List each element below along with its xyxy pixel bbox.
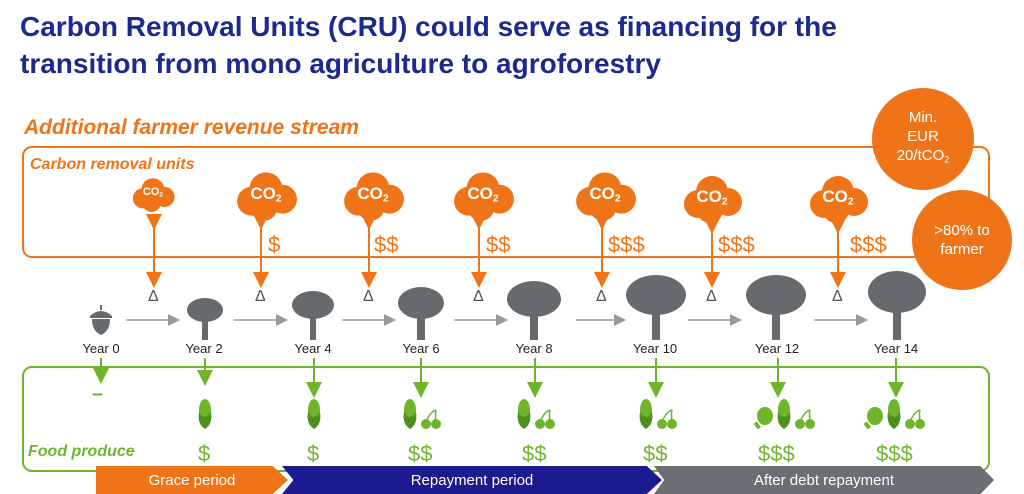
delta-label: Δ [363,288,374,305]
min-price-line-3: 20/tCO2 [896,147,950,165]
food-arrows [93,358,904,398]
cherries-icon [657,409,677,429]
cherries-icon [905,409,925,429]
food-icons-year-6 [402,398,442,430]
food-revenue-year-14: $$$ [876,441,913,466]
food-produce-label: Food produce [28,443,135,460]
delta-label: Δ [832,288,843,305]
food-revenue-year-6: $$ [408,441,433,466]
carbon-revenue-year-10: $$$ [718,232,755,257]
delta-label: Δ [473,288,484,305]
cloud-icon: CO2 [806,172,870,224]
corn-icon [198,399,212,429]
cherries-icon [421,409,441,429]
cloud-icon: CO2 [340,168,406,222]
cloud-icon: CO2 [233,168,299,222]
revenue-stream-label: Additional farmer revenue stream [24,116,359,139]
phase-repayment-period: Repayment period [282,466,662,494]
delta-label: Δ [596,288,607,305]
cloud-icon: CO2 [680,172,744,224]
food-revenue-year-10: $$ [643,441,668,466]
corn-icon [887,399,901,429]
food-icons-year-4 [306,398,322,430]
carbon-revenue-year-8: $$$ [608,232,645,257]
food-icons-year-10 [638,398,678,430]
delta-label: Δ [706,288,717,305]
drumstick-icon [753,407,773,430]
carbon-removal-label: Carbon removal units [30,156,195,173]
food-revenue-year-2: $ [198,441,211,466]
year-label: Year 4 [294,341,332,356]
cloud-icon: CO2 [572,168,638,222]
title-line-1: Carbon Removal Units (CRU) could serve a… [20,11,837,42]
corn-icon [307,399,321,429]
acorn-icon [88,304,114,341]
carbon-revenue-year-6: $$ [486,232,511,257]
corn-icon [777,399,791,429]
food-revenue-year-12: $$$ [758,441,795,466]
year-label: Year 0 [82,341,120,356]
tree-icon [624,274,688,345]
food-revenue-year-4: $ [307,441,320,466]
delta-label: Δ [255,288,266,305]
farmer-share-badge: >80% to farmer [912,190,1012,290]
tree-icon [290,290,336,345]
cloud-icon: CO2 [130,175,176,213]
year-label: Year 12 [754,341,800,356]
food-icons-year-14 [862,398,926,430]
food-revenue-year-8: $$ [522,441,547,466]
drumstick-icon [863,407,883,430]
carbon-revenue-year-2: $ [268,232,281,257]
year-label: Year 14 [873,341,919,356]
no-produce-dash: – [92,383,104,405]
page-title: Carbon Removal Units (CRU) could serve a… [20,8,920,82]
phase-grace-period: Grace period [96,466,288,494]
tree-icon [505,280,563,345]
title-line-2: transition from mono agriculture to agro… [20,48,661,79]
corn-icon [517,399,531,429]
min-price-line-2: EUR [907,128,939,146]
farmer-share-line-1: >80% to [934,222,990,239]
min-price-badge: Min. EUR 20/tCO2 [872,88,974,190]
corn-icon [403,399,417,429]
phase-after-debt-repayment: After debt repayment [654,466,994,494]
tree-icon [866,270,928,345]
year-label: Year 10 [632,341,678,356]
carbon-revenue-year-12: $$$ [850,232,887,257]
tree-icon [396,286,446,345]
carbon-arrows [146,214,846,288]
corn-icon [639,399,653,429]
min-price-line-1: Min. [908,109,938,127]
carbon-revenue-year-4: $$ [374,232,399,257]
tree-icon [744,274,808,345]
farmer-share-line-2: farmer [940,241,984,258]
cherries-icon [795,409,815,429]
food-icons-year-12 [752,398,816,430]
cherries-icon [535,409,555,429]
year-label: Year 2 [185,341,223,356]
food-icons-year-2 [197,398,213,430]
year-label: Year 6 [402,341,440,356]
delta-label: Δ [148,288,159,305]
year-label: Year 8 [515,341,553,356]
tree-icon [185,296,225,345]
food-icons-year-8 [516,398,556,430]
